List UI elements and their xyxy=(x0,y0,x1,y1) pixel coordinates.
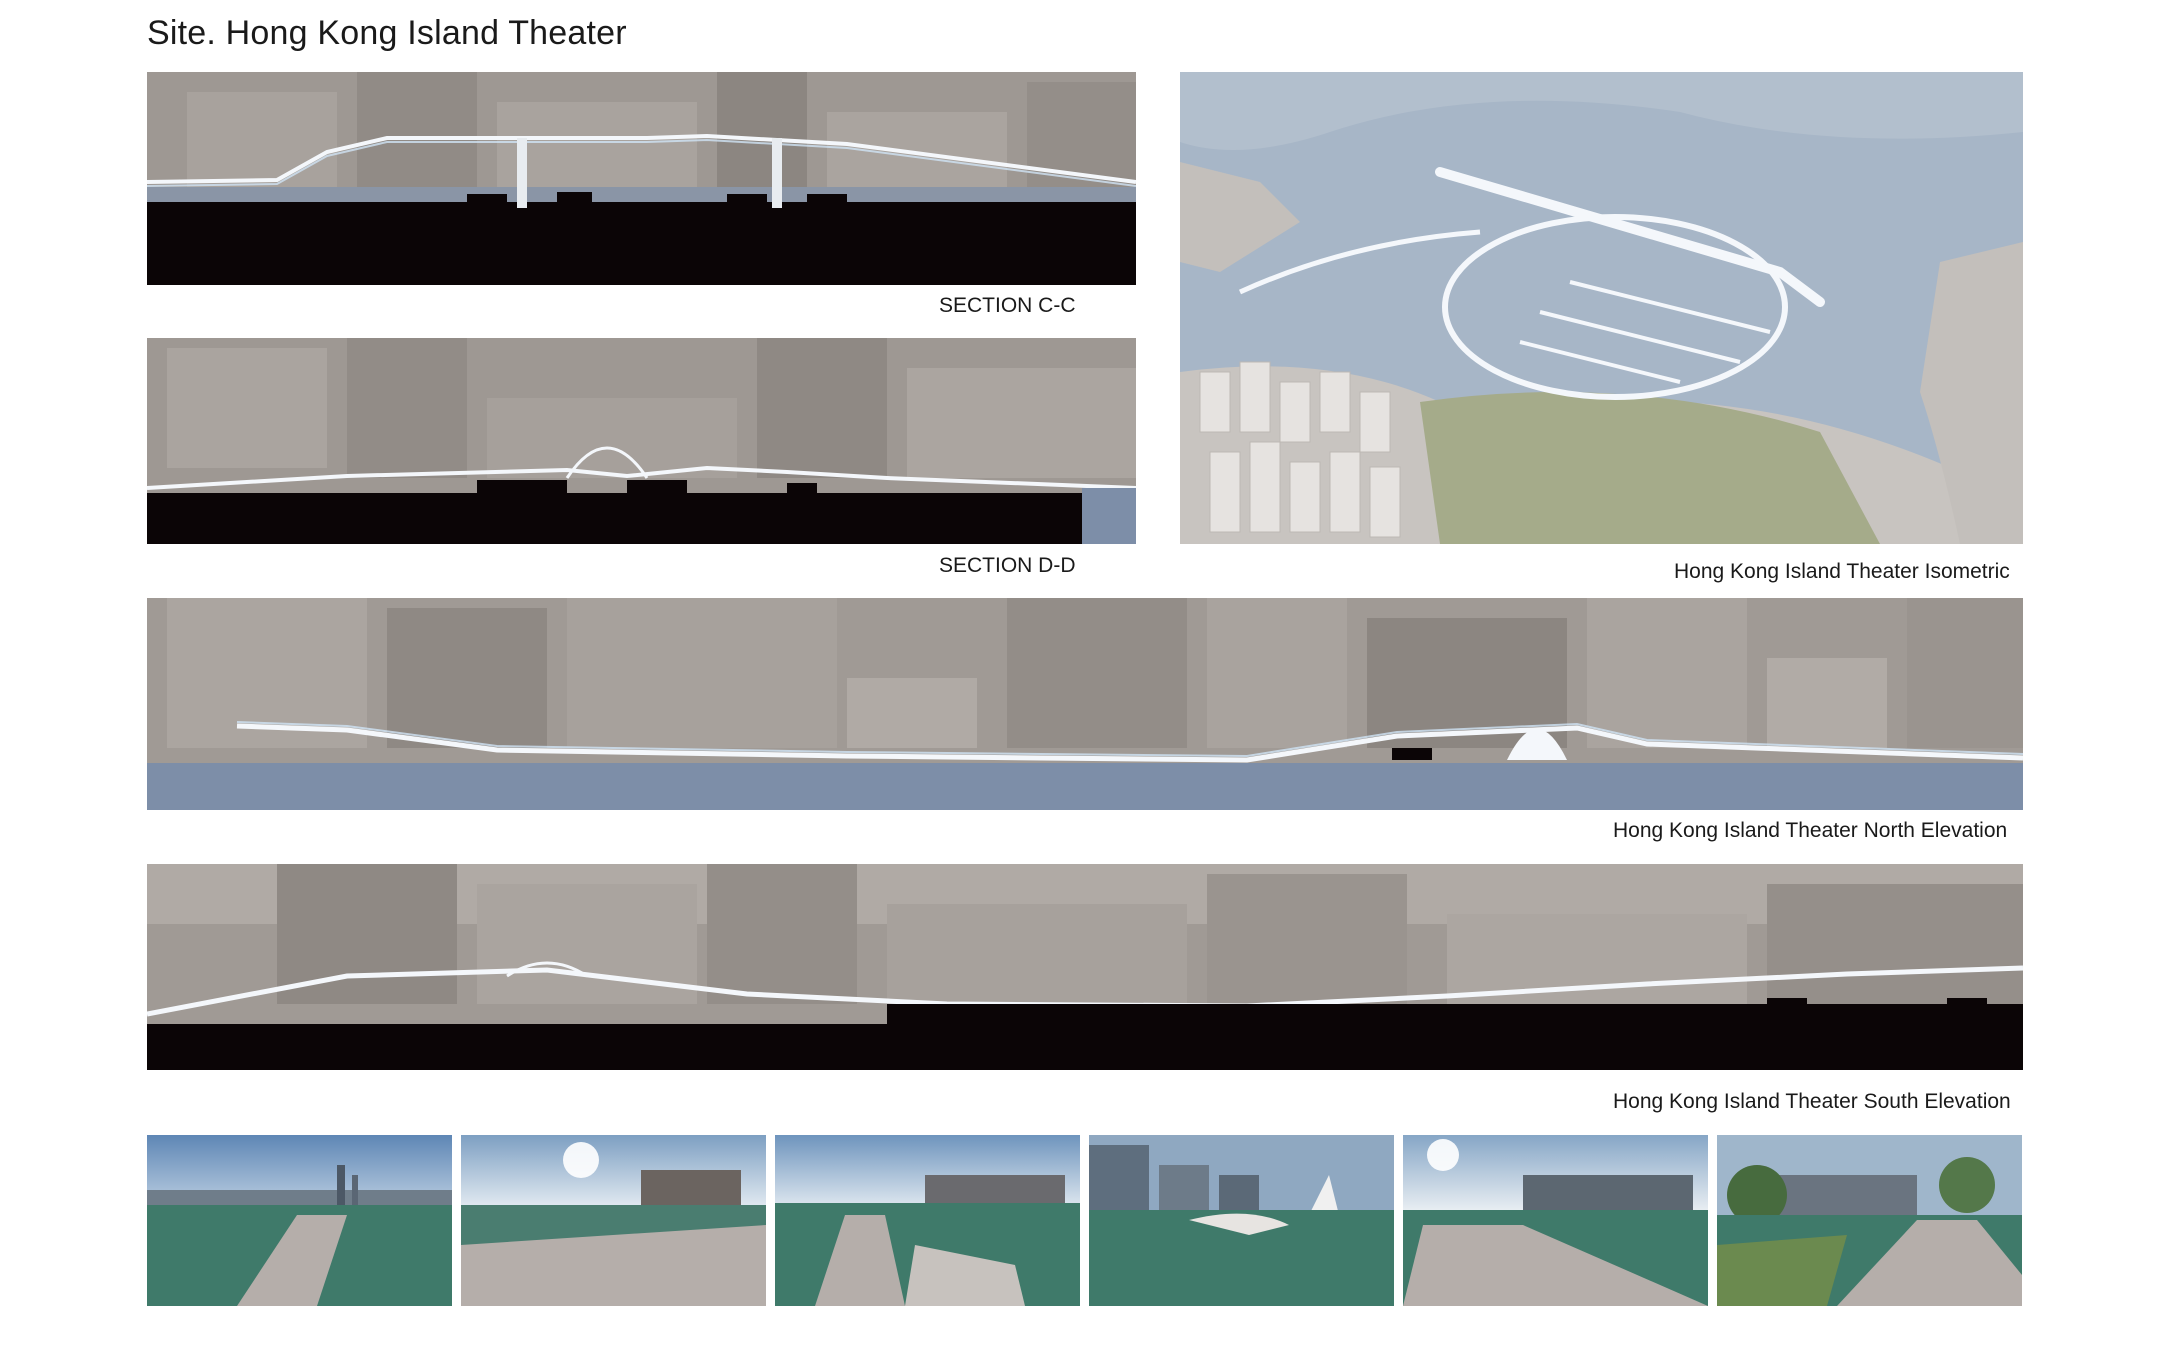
isometric-caption: Hong Kong Island Theater Isometric xyxy=(1674,560,2010,583)
north-elevation-drawing xyxy=(147,598,2023,810)
rendering-view-1 xyxy=(147,1135,452,1306)
section-dd-caption: SECTION D-D xyxy=(939,554,1076,577)
rendering-view-4 xyxy=(1089,1135,1394,1306)
page-title: Site. Hong Kong Island Theater xyxy=(147,14,627,52)
south-elevation-drawing xyxy=(147,864,2023,1070)
north-elevation-caption: Hong Kong Island Theater North Elevation xyxy=(1613,819,2008,842)
south-elevation-caption: Hong Kong Island Theater South Elevation xyxy=(1613,1090,2011,1113)
section-cc-caption: SECTION C-C xyxy=(939,294,1076,317)
rendering-view-5 xyxy=(1403,1135,1708,1306)
isometric-drawing xyxy=(1180,72,2023,544)
rendering-view-6 xyxy=(1717,1135,2022,1306)
rendering-view-3 xyxy=(775,1135,1080,1306)
rendering-view-2 xyxy=(461,1135,766,1306)
section-dd-drawing xyxy=(147,338,1136,544)
section-cc-drawing xyxy=(147,72,1136,285)
